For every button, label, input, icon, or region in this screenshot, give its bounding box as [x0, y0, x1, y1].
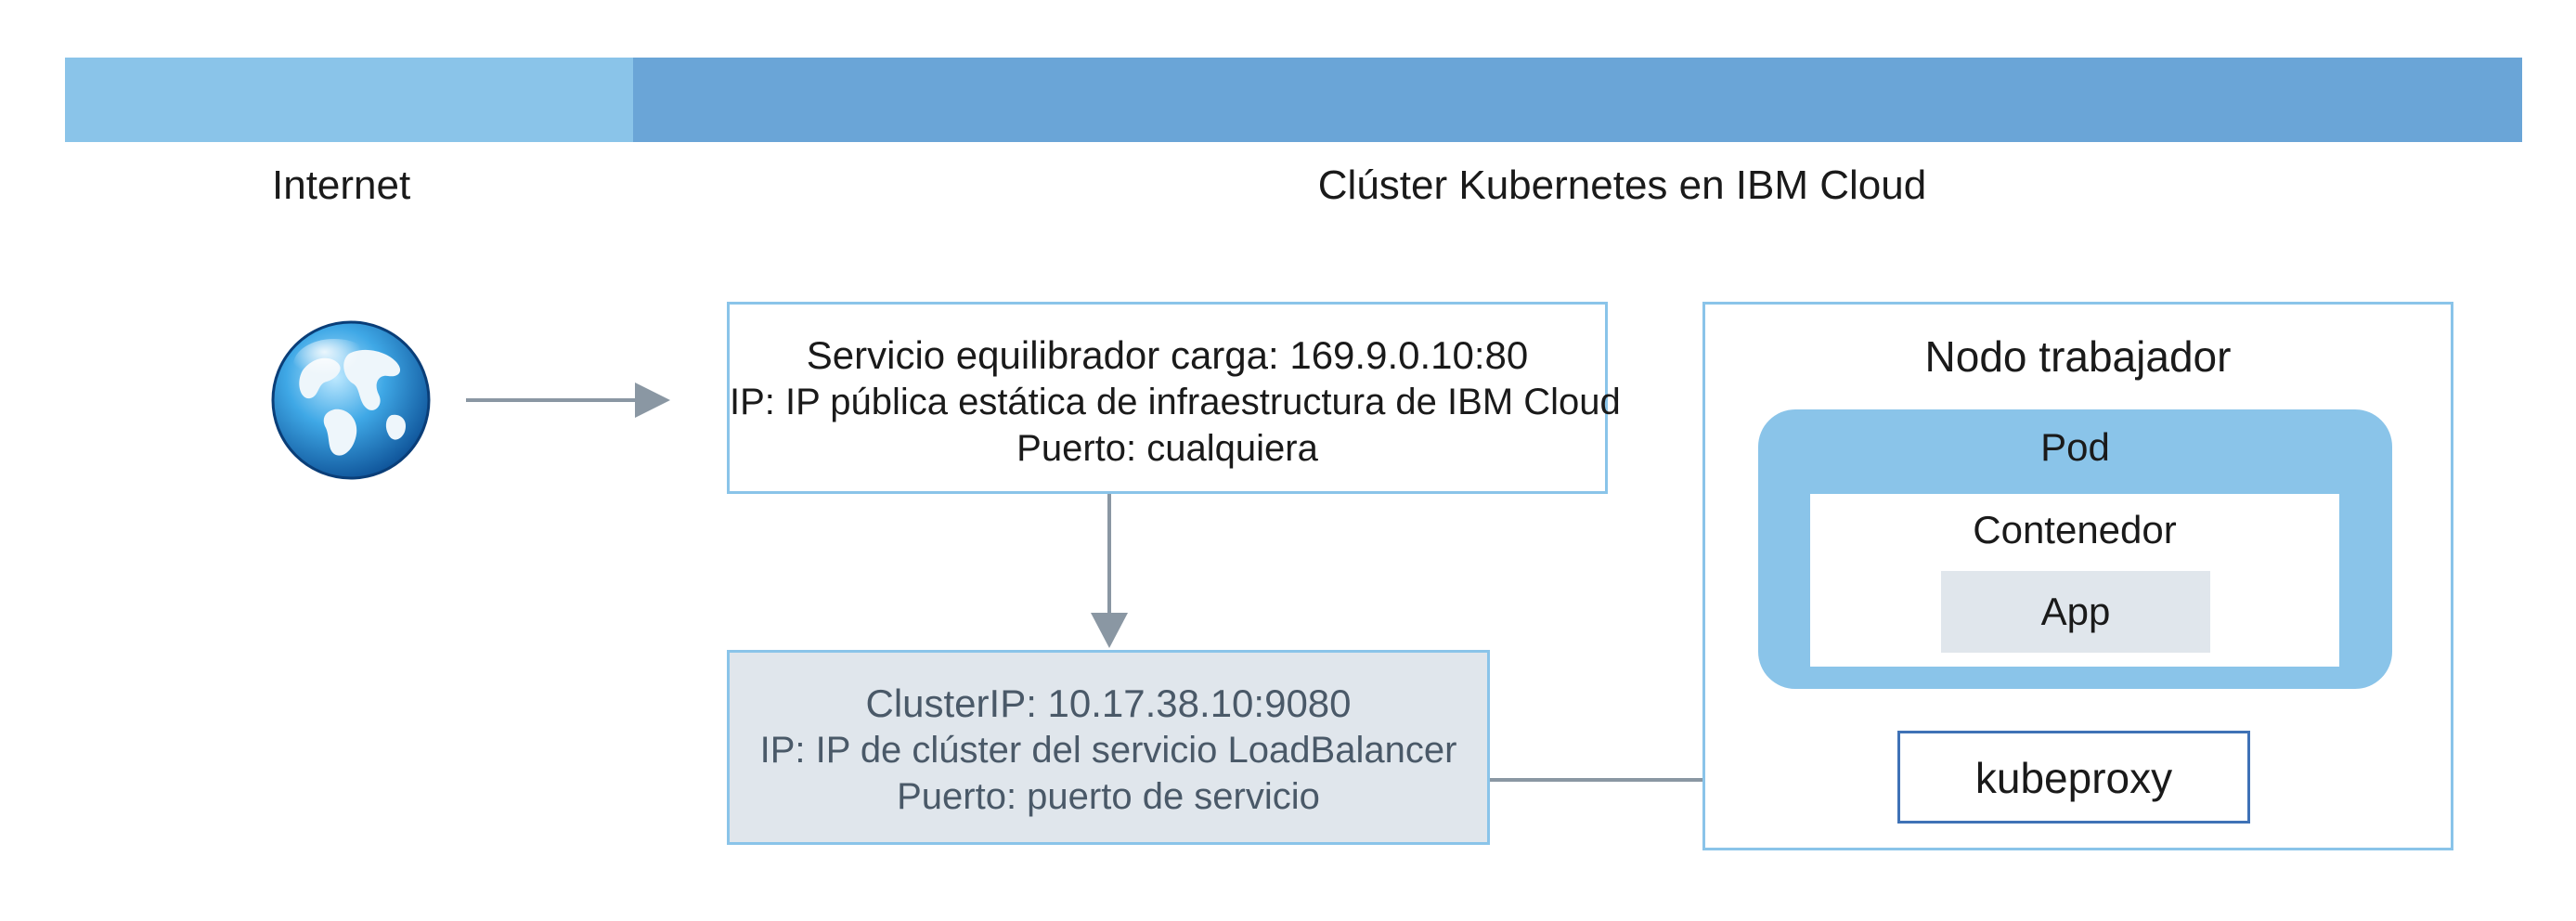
cluster-ip-box: ClusterIP: 10.17.38.10:9080 IP: IP de cl… — [727, 650, 1490, 845]
load-balancer-service-box: Servicio equilibrador carga: 169.9.0.10:… — [727, 302, 1621, 494]
app-box: App — [1941, 571, 2210, 653]
lb-ip-line: IP: IP pública estática de infraestructu… — [730, 382, 1621, 422]
arrowhead-lb-to-clusterip — [1091, 613, 1128, 648]
cluster-label: Clúster Kubernetes en IBM Cloud — [1317, 162, 1927, 208]
worker-node-title: Nodo trabajador — [1924, 332, 2232, 381]
pod-label: Pod — [2040, 425, 2110, 469]
app-label: App — [2040, 590, 2111, 633]
lb-port-line: Puerto: cualquiera — [1016, 428, 1318, 469]
lb-service-line: Servicio equilibrador carga: 169.9.0.10:… — [806, 333, 1529, 377]
kubeproxy-label: kubeproxy — [1974, 754, 2173, 802]
cluster-header-band — [633, 58, 2522, 142]
internet-header-band — [65, 58, 633, 142]
kubeproxy-box: kubeproxy — [1897, 731, 2250, 824]
container-label: Contenedor — [1973, 508, 2177, 551]
globe-icon — [271, 320, 431, 480]
clusterip-port-line: Puerto: puerto de servicio — [897, 776, 1320, 817]
clusterip-address-line: ClusterIP: 10.17.38.10:9080 — [865, 681, 1352, 725]
arrowhead-internet-to-lb — [635, 383, 670, 418]
internet-label: Internet — [272, 162, 411, 208]
clusterip-ip-line: IP: IP de clúster del servicio LoadBalan… — [759, 730, 1457, 771]
